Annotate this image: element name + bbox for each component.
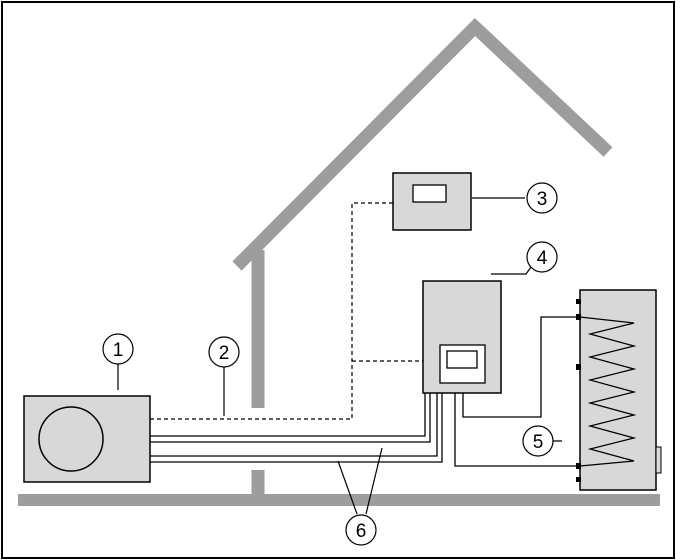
hot-water-cylinder (576, 289, 662, 491)
fan-icon (38, 406, 104, 472)
controller-display (412, 184, 447, 203)
callout-6: 6 (345, 514, 377, 546)
callout-2: 2 (208, 336, 240, 368)
outdoor-heat-pump-unit (23, 395, 151, 483)
pipe-band-upper (151, 437, 424, 441)
system-controller (392, 172, 472, 231)
callout-4-label: 4 (537, 248, 548, 269)
refrigerant-pipes (150, 393, 443, 463)
callout-3-label: 3 (537, 189, 548, 210)
callout-5: 5 (522, 425, 554, 457)
house-roof-outline (232, 17, 613, 271)
callout-2-label: 2 (219, 343, 230, 364)
indoor-unit (422, 280, 502, 394)
control-cables (150, 202, 423, 420)
cylinder-side-port (655, 446, 662, 474)
ground-line (18, 494, 660, 506)
callout-5-label: 5 (533, 432, 544, 453)
cylinder-connections (576, 299, 581, 482)
water-pipes (454, 316, 580, 467)
callout-6-label: 6 (356, 521, 367, 542)
pipe-band-lower (151, 457, 436, 461)
callout-4: 4 (526, 241, 558, 273)
heating-coil-icon (579, 316, 637, 467)
callout-1-label: 1 (113, 340, 124, 361)
callout-1: 1 (102, 333, 134, 365)
indoor-display (446, 350, 478, 369)
callout-3: 3 (526, 182, 558, 214)
